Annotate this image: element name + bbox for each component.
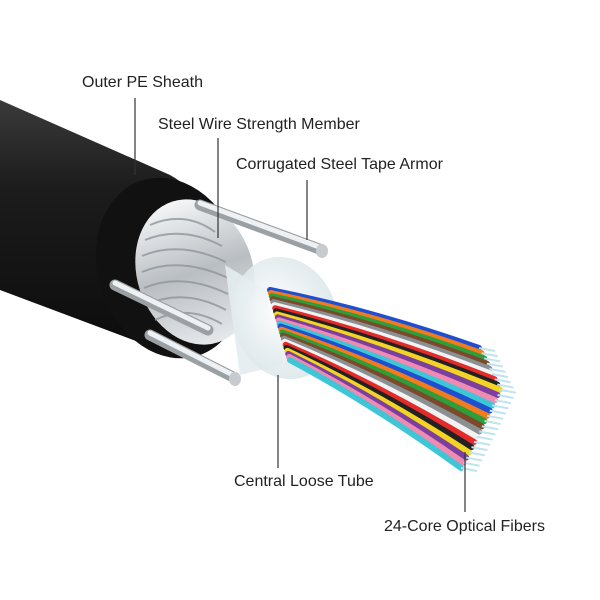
- label-strength-member: Steel Wire Strength Member: [158, 116, 360, 133]
- fiber-tip-18: [476, 435, 493, 441]
- fiber-tip-9: [499, 388, 517, 394]
- fiber-tip-5: [489, 367, 506, 373]
- steel-wires: [109, 199, 328, 386]
- fiber-tip-22: [466, 456, 483, 462]
- fiber-tip-1: [478, 347, 496, 352]
- fiber-tip-23: [463, 461, 480, 467]
- fiber-tip-17: [479, 430, 496, 436]
- fiber-tip-21: [468, 451, 486, 457]
- fiber-tip-7: [494, 378, 511, 384]
- fiber-tip-20: [471, 446, 488, 452]
- fiber-tip-14: [486, 414, 504, 420]
- fiber-tip-19: [473, 440, 491, 446]
- fiber-10: [274, 314, 501, 398]
- label-outer-sheath: Outer PE Sheath: [82, 74, 203, 91]
- optical-fibers: [267, 287, 517, 472]
- fiber-11: [275, 317, 498, 404]
- fiber-tip-12: [492, 404, 509, 410]
- fiber-tip-24: [460, 467, 478, 472]
- label-armor: Corrugated Steel Tape Armor: [236, 156, 443, 173]
- label-fibers: 24-Core Optical Fibers: [384, 518, 545, 535]
- fiber-tip-15: [484, 420, 501, 426]
- leader-lines: [134, 98, 466, 512]
- fiber-tip-16: [481, 425, 499, 431]
- fiber-tip-2: [481, 352, 498, 358]
- fiber-24: [287, 357, 464, 471]
- fiber-tip-10: [497, 393, 514, 399]
- fiber-9: [273, 311, 503, 393]
- fiber-tip-3: [484, 357, 501, 363]
- fiber-tip-8: [497, 383, 514, 389]
- label-loose-tube: Central Loose Tube: [234, 473, 374, 490]
- fiber-tip-13: [489, 409, 506, 415]
- fiber-tip-6: [491, 373, 509, 379]
- fiber-tip-11: [494, 399, 512, 405]
- fiber-tip-4: [486, 362, 504, 368]
